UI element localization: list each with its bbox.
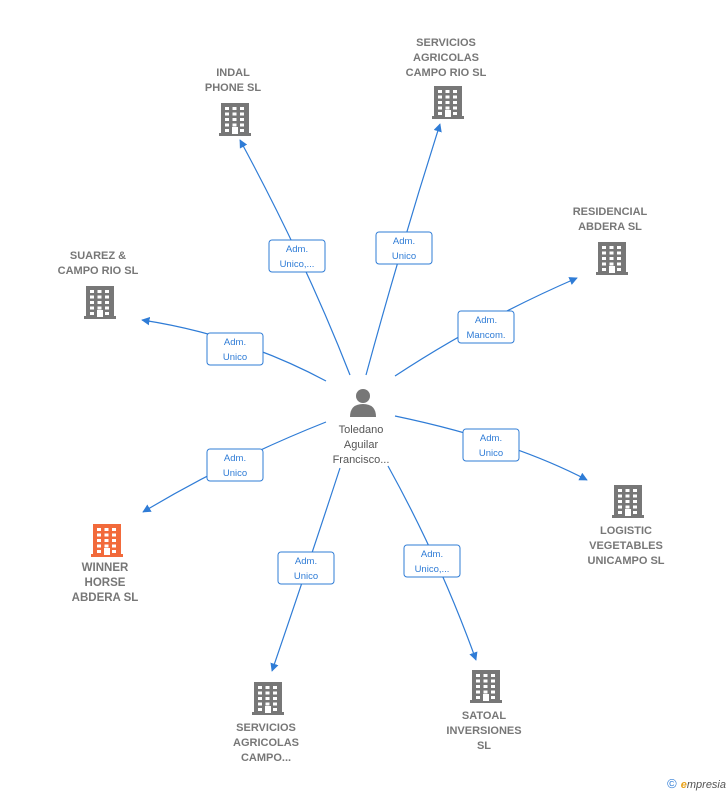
- role-badge-text: Adm.: [286, 244, 308, 255]
- company-name-line: PHONE SL: [205, 82, 262, 94]
- person-name-line: Toledano: [339, 424, 384, 436]
- person-name-line: Francisco...: [333, 454, 390, 466]
- company-name-line: AGRICOLAS: [233, 737, 299, 749]
- edge-suarez: Adm. Unico: [141, 316, 327, 382]
- edge-indal: Adm. Unico,...: [239, 139, 351, 376]
- role-badge-text: Adm.: [480, 433, 502, 444]
- company-node-satoal[interactable]: SATOAL INVERSIONES SL: [446, 670, 522, 752]
- role-badge-text: Adm.: [393, 236, 415, 247]
- person-name-line: Aguilar: [344, 439, 379, 451]
- company-name-line: SERVICIOS: [236, 722, 296, 734]
- role-badge-text: Adm.: [475, 315, 497, 326]
- company-name-line: ABDERA SL: [72, 592, 139, 604]
- company-name-line: SATOAL: [462, 710, 506, 722]
- role-badge-text: Unico: [223, 468, 247, 479]
- role-badge-text: Unico,...: [415, 564, 450, 575]
- company-node-residencial[interactable]: RESIDENCIAL ABDERA SL: [573, 206, 648, 275]
- building-icon: [84, 286, 116, 319]
- building-icon: [91, 524, 123, 557]
- role-badge-text: Adm.: [224, 453, 246, 464]
- role-badge[interactable]: Adm. Unico: [375, 231, 433, 265]
- company-node-suarez[interactable]: SUAREZ & CAMPO RIO SL: [58, 250, 139, 319]
- brand-logo: empresia: [680, 779, 726, 791]
- edge-residencial: Adm. Mancom.: [394, 277, 578, 377]
- role-badge[interactable]: Adm. Unico,...: [403, 544, 461, 578]
- role-badge-text: Unico,...: [280, 259, 315, 270]
- company-name-line: CAMPO RIO SL: [406, 67, 487, 79]
- role-badge-text: Mancom.: [466, 330, 505, 341]
- company-name-line: AGRICOLAS: [413, 52, 479, 64]
- building-icon: [219, 103, 251, 136]
- company-node-winner[interactable]: WINNER HORSE ABDERA SL: [72, 524, 139, 604]
- person-icon: [350, 389, 376, 417]
- person-node[interactable]: ToledanoAguilarFrancisco...: [333, 389, 390, 466]
- edge-servicios-campo: Adm. Unico: [270, 467, 341, 672]
- company-node-servicios-rio[interactable]: SERVICIOS AGRICOLAS CAMPO RIO SL: [406, 37, 487, 119]
- building-icon: [596, 242, 628, 275]
- company-name-line: VEGETABLES: [589, 540, 663, 552]
- role-badge[interactable]: Adm. Unico: [462, 428, 520, 462]
- company-name-line: SUAREZ &: [70, 250, 126, 262]
- role-badge[interactable]: Adm. Unico,...: [268, 239, 326, 273]
- role-badge-text: Adm.: [224, 337, 246, 348]
- company-name-line: LOGISTIC: [600, 525, 652, 537]
- company-name-line: INDAL: [216, 67, 250, 79]
- footer-brand: ©empresia: [667, 776, 726, 791]
- company-name-line: UNICAMPO SL: [588, 555, 665, 567]
- company-name-line: SL: [477, 740, 491, 752]
- company-name-line: INVERSIONES: [446, 725, 521, 737]
- edge-winner: Adm. Unico: [142, 421, 327, 513]
- building-icon: [432, 86, 464, 119]
- company-name-line: HORSE: [85, 577, 126, 589]
- company-name-line: RESIDENCIAL: [573, 206, 648, 218]
- role-badge-text: Unico: [392, 251, 416, 262]
- role-badge-text: Adm.: [295, 556, 317, 567]
- role-badge-text: Adm.: [421, 549, 443, 560]
- company-name-line: CAMPO RIO SL: [58, 265, 139, 277]
- edge-servicios-rio: Adm. Unico: [365, 123, 442, 376]
- building-icon: [252, 682, 284, 715]
- role-badge-text: Unico: [479, 448, 503, 459]
- copyright-symbol: ©: [667, 776, 677, 791]
- building-icon: [612, 485, 644, 518]
- company-node-servicios-campo[interactable]: SERVICIOS AGRICOLAS CAMPO...: [233, 682, 299, 764]
- role-badge-text: Unico: [223, 352, 247, 363]
- company-node-logistic[interactable]: LOGISTIC VEGETABLES UNICAMPO SL: [588, 485, 665, 567]
- company-name-line: SERVICIOS: [416, 37, 476, 49]
- role-badge[interactable]: Adm. Mancom.: [457, 310, 515, 344]
- company-node-indal[interactable]: INDAL PHONE SL: [205, 67, 262, 136]
- company-name-line: WINNER: [82, 562, 129, 574]
- edge-logistic: Adm. Unico: [394, 415, 588, 481]
- role-badge[interactable]: Adm. Unico: [206, 448, 264, 482]
- role-badge[interactable]: Adm. Unico: [206, 332, 264, 366]
- role-badge[interactable]: Adm. Unico: [277, 551, 335, 585]
- edge-satoal: Adm. Unico,...: [387, 465, 478, 661]
- building-icon: [470, 670, 502, 703]
- role-badge-text: Unico: [294, 571, 318, 582]
- company-name-line: CAMPO...: [241, 752, 291, 764]
- company-name-line: ABDERA SL: [578, 221, 642, 233]
